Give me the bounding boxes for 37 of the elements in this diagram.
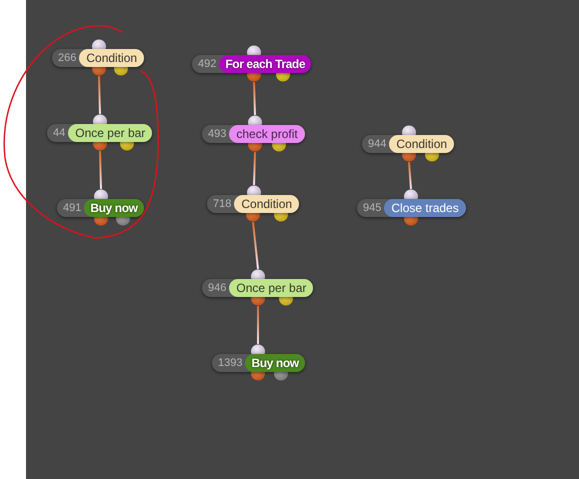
- block-node: [202, 279, 314, 297]
- block-id: 493: [207, 127, 228, 142]
- block-title: Condition: [234, 195, 300, 213]
- connector-line: [408, 162, 412, 190]
- connector-line: [98, 76, 101, 114]
- block-id: 44: [52, 126, 66, 141]
- block-node: [207, 195, 300, 213]
- block-node: [357, 199, 466, 217]
- connector-line: [257, 306, 259, 344]
- block-node: [52, 49, 144, 67]
- block-node: [202, 125, 305, 143]
- block-title: Condition: [389, 135, 454, 153]
- block-node: [57, 199, 144, 217]
- block-id: 266: [57, 51, 78, 66]
- block-node: [212, 354, 305, 372]
- connector-line: [253, 152, 256, 186]
- block-title: Buy now: [84, 199, 144, 217]
- block-node: [192, 55, 312, 73]
- connector-line: [252, 222, 259, 270]
- block-title: check profit: [229, 125, 305, 143]
- block-id: 946: [207, 281, 228, 296]
- block-title: Buy now: [245, 354, 305, 372]
- block-id: 944: [367, 137, 388, 152]
- block-title: Once per bar: [229, 279, 314, 297]
- block-id: 945: [362, 201, 382, 216]
- block-title: For each Trade: [219, 55, 312, 73]
- block-title: Condition: [79, 49, 144, 67]
- block-id: 491: [62, 201, 82, 216]
- connector-line: [253, 82, 256, 116]
- block-title: Close trades: [384, 199, 466, 217]
- block-node: [362, 135, 454, 153]
- block-id: 1393: [217, 356, 244, 371]
- block-title: Once per bar: [68, 124, 152, 142]
- connector-line: [99, 150, 102, 190]
- block-id: 718: [212, 197, 232, 212]
- block-id: 492: [197, 57, 218, 72]
- block-node: [47, 124, 152, 142]
